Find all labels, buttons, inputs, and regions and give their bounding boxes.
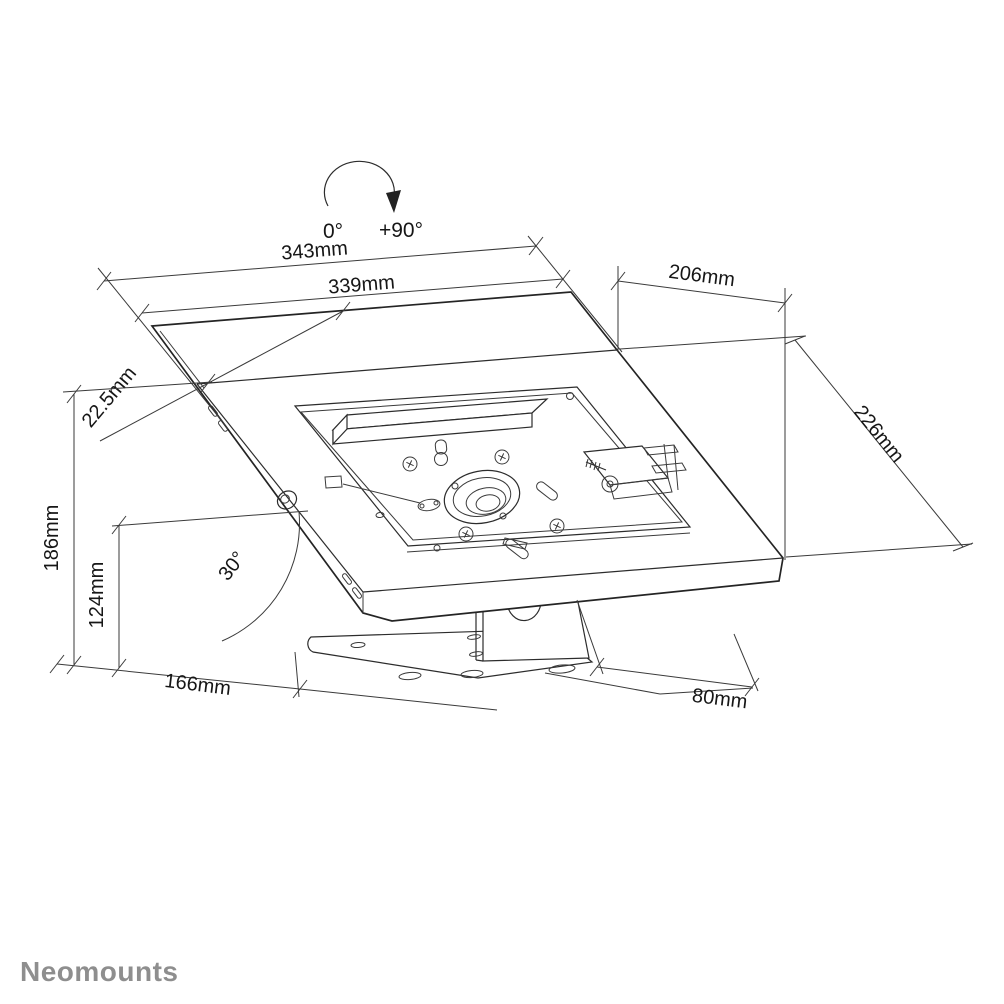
- screws: [402, 449, 565, 542]
- dim-label-186: 186mm: [41, 505, 63, 572]
- dim-label-tilt: 30°: [214, 548, 250, 585]
- dim-label-343: 343mm: [280, 237, 348, 264]
- rotation-arrow-icon: [323, 160, 395, 207]
- clamp-assembly: [582, 443, 687, 500]
- base-foot: [548, 664, 576, 674]
- rotation-indicator: 0° +90°: [323, 160, 423, 243]
- dim-height-186: 186mm: [41, 381, 213, 675]
- dim-height-124: 124mm: [86, 510, 309, 678]
- dim-label-226: 226mm: [849, 401, 908, 467]
- key-lock: [276, 490, 298, 510]
- mounting-cavity: [293, 386, 692, 553]
- keyhole-slot: [434, 452, 448, 466]
- rotation-end-label: +90°: [379, 219, 423, 242]
- dim-label-225: 22.5mm: [78, 362, 141, 431]
- rotation-start-label: 0°: [323, 220, 343, 243]
- dim-label-124: 124mm: [86, 562, 108, 629]
- desk-surface-lines: [56, 663, 754, 711]
- tilt-angle-indicator: 30°: [214, 511, 300, 642]
- bracket-slot: [467, 634, 481, 640]
- handle-bar: [331, 398, 549, 446]
- base-foot: [460, 669, 484, 679]
- cavity-tab: [324, 475, 343, 489]
- dim-width-343: 343mm: [96, 235, 623, 422]
- adjust-slot: [536, 481, 558, 501]
- dim-label-206: 206mm: [667, 261, 736, 292]
- keyhole-stem: [434, 439, 448, 455]
- tablet-enclosure: [150, 291, 784, 622]
- base-foot: [398, 671, 422, 681]
- adjust-slot: [505, 538, 529, 560]
- dim-base-80: 80mm: [576, 599, 760, 713]
- rotation-hub: [443, 469, 521, 525]
- dim-width-339: 339mm: [134, 269, 571, 323]
- wing-bolt: [417, 498, 441, 512]
- bracket-slot: [469, 651, 483, 657]
- clamp-knob: [601, 475, 619, 493]
- rotation-arrowhead-icon: [386, 190, 401, 213]
- base-slot: [350, 641, 366, 649]
- dim-label-166: 166mm: [163, 670, 232, 700]
- dim-label-339: 339mm: [327, 271, 395, 298]
- clamp-screw: [585, 458, 607, 472]
- dim-base-166: 166mm: [49, 651, 308, 700]
- enclosure-outline: [150, 291, 784, 622]
- brand-logo: Neomounts: [20, 956, 179, 987]
